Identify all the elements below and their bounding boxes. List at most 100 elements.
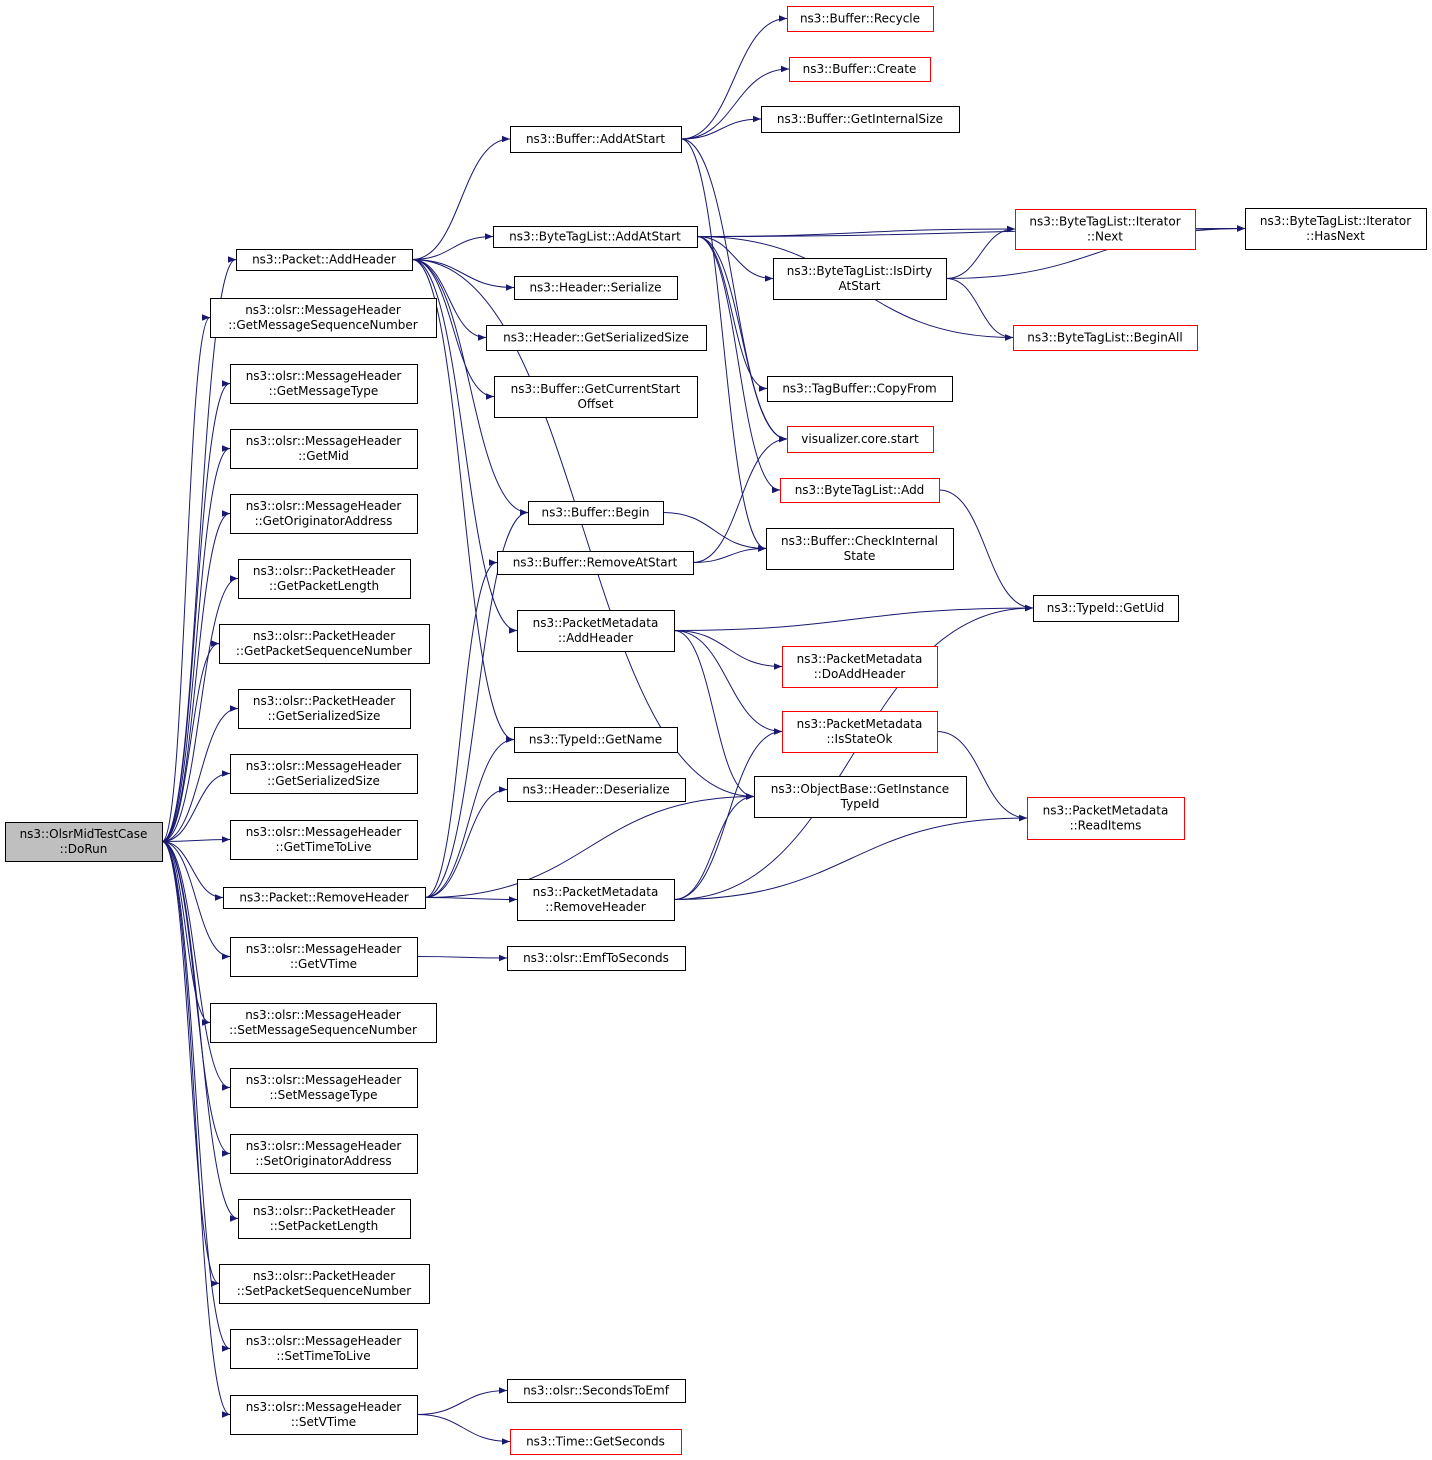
node-hdr-getsize[interactable]: ns3::Header::GetSerializedSize bbox=[486, 325, 707, 351]
node-box bbox=[1015, 209, 1196, 250]
node-label: ns3::ByteTagList::Iterator bbox=[1260, 214, 1411, 228]
node-label: ns3::olsr::PacketHeader bbox=[253, 694, 395, 708]
node-sec2emf[interactable]: ns3::olsr::SecondsToEmf bbox=[507, 1379, 686, 1403]
node-label: ns3::olsr::MessageHeader bbox=[246, 369, 402, 383]
node-pm-stateok[interactable]: ns3::PacketMetadata::IsStateOk bbox=[782, 711, 938, 753]
node-mh-setseq[interactable]: ns3::olsr::MessageHeader::SetMessageSequ… bbox=[210, 1003, 437, 1043]
node-pkt-remove[interactable]: ns3::Packet::RemoveHeader bbox=[223, 887, 426, 909]
edge-btl-addstart-to-tag-copy bbox=[696, 236, 768, 392]
node-ph-getseq[interactable]: ns3::olsr::PacketHeader::GetPacketSequen… bbox=[219, 624, 430, 664]
node-label: ns3::PacketMetadata bbox=[1043, 804, 1169, 818]
node-box bbox=[1033, 595, 1179, 622]
node-mh-getttl[interactable]: ns3::olsr::MessageHeader::GetTimeToLive bbox=[230, 820, 418, 860]
node-label: ::SetMessageSequenceNumber bbox=[229, 1023, 417, 1037]
edge-root-to-mh-getorig bbox=[161, 510, 231, 842]
node-buf-remstart[interactable]: ns3::Buffer::RemoveAtStart bbox=[497, 551, 694, 575]
node-box bbox=[238, 1199, 411, 1239]
node-btl-it-next[interactable]: ns3::ByteTagList::Iterator::Next bbox=[1015, 209, 1196, 250]
node-label: ns3::Buffer::GetInternalSize bbox=[777, 112, 943, 126]
node-label: TypeId bbox=[840, 797, 880, 811]
node-label: ::GetVTime bbox=[290, 957, 357, 971]
node-pm-doadd[interactable]: ns3::PacketMetadata::DoAddHeader bbox=[782, 646, 938, 688]
node-mh-getseq[interactable]: ns3::olsr::MessageHeader::GetMessageSequ… bbox=[210, 298, 437, 338]
node-box bbox=[219, 624, 430, 664]
node-ph-setlen[interactable]: ns3::olsr::PacketHeader::SetPacketLength bbox=[238, 1199, 411, 1239]
node-box bbox=[497, 551, 694, 575]
node-mh-settype[interactable]: ns3::olsr::MessageHeader::SetMessageType bbox=[230, 1068, 418, 1108]
node-label: ::DoAddHeader bbox=[814, 667, 906, 681]
node-ph-getlen[interactable]: ns3::olsr::PacketHeader::GetPacketLength bbox=[238, 559, 411, 599]
node-pm-add[interactable]: ns3::PacketMetadata::AddHeader bbox=[517, 610, 675, 652]
node-mh-setvtime[interactable]: ns3::olsr::MessageHeader::SetVTime bbox=[230, 1395, 418, 1435]
node-mh-gettype[interactable]: ns3::olsr::MessageHeader::GetMessageType bbox=[230, 364, 418, 404]
node-label: ns3::ByteTagList::Iterator bbox=[1029, 215, 1180, 229]
node-pm-readitems[interactable]: ns3::PacketMetadata::ReadItems bbox=[1027, 797, 1185, 840]
node-buf-intsize[interactable]: ns3::Buffer::GetInternalSize bbox=[761, 106, 960, 133]
node-label: ::GetTimeToLive bbox=[276, 840, 372, 854]
node-label: ns3::Packet::AddHeader bbox=[252, 253, 396, 267]
edge-pkt-add-to-btl-addstart bbox=[411, 233, 494, 260]
node-box bbox=[528, 501, 664, 525]
node-box bbox=[789, 57, 931, 82]
edge-btl-dirty-to-btl-it-next bbox=[945, 225, 1016, 279]
node-box bbox=[230, 937, 418, 977]
node-mh-setttl[interactable]: ns3::olsr::MessageHeader::SetTimeToLive bbox=[230, 1329, 418, 1369]
node-btl-it-hasnext[interactable]: ns3::ByteTagList::Iterator::HasNext bbox=[1245, 208, 1427, 250]
edge-root-to-ph-setlen bbox=[161, 841, 239, 1222]
node-box bbox=[782, 646, 938, 688]
node-label: ns3::olsr::MessageHeader bbox=[246, 1400, 402, 1414]
node-ph-setseq[interactable]: ns3::olsr::PacketHeader::SetPacketSequen… bbox=[219, 1264, 430, 1304]
edge-pkt-add-to-buf-addstart bbox=[411, 135, 511, 260]
node-mh-getmid[interactable]: ns3::olsr::MessageHeader::GetMid bbox=[230, 429, 418, 469]
node-label: ::GetOriginatorAddress bbox=[255, 514, 393, 528]
node-tid-name[interactable]: ns3::TypeId::GetName bbox=[514, 727, 678, 753]
edge-buf-addstart-to-buf-create bbox=[680, 65, 790, 140]
node-mh-getsize[interactable]: ns3::olsr::MessageHeader::GetSerializedS… bbox=[230, 754, 418, 794]
node-box bbox=[486, 325, 707, 351]
edges-layer bbox=[161, 15, 1246, 1445]
node-hdr-deser[interactable]: ns3::Header::Deserialize bbox=[507, 778, 686, 802]
node-pm-remove[interactable]: ns3::PacketMetadata::RemoveHeader bbox=[517, 879, 675, 921]
node-ph-getsize[interactable]: ns3::olsr::PacketHeader::GetSerializedSi… bbox=[238, 689, 411, 729]
node-label: Offset bbox=[577, 397, 613, 411]
edge-root-to-mh-getsize bbox=[161, 770, 231, 842]
node-buf-addstart[interactable]: ns3::Buffer::AddAtStart bbox=[510, 126, 682, 153]
node-buf-create[interactable]: ns3::Buffer::Create bbox=[789, 57, 931, 82]
edge-mh-setvtime-to-time-sec bbox=[416, 1414, 511, 1445]
node-btl-addstart[interactable]: ns3::ByteTagList::AddAtStart bbox=[493, 226, 698, 248]
node-emf2sec[interactable]: ns3::olsr::EmfToSeconds bbox=[507, 946, 686, 971]
node-mh-getorig[interactable]: ns3::olsr::MessageHeader::GetOriginatorA… bbox=[230, 494, 418, 534]
node-box bbox=[507, 1379, 686, 1403]
node-btl-add[interactable]: ns3::ByteTagList::Add bbox=[780, 478, 940, 503]
node-label: ns3::ByteTagList::BeginAll bbox=[1027, 331, 1182, 345]
node-mh-getvtime[interactable]: ns3::olsr::MessageHeader::GetVTime bbox=[230, 937, 418, 977]
node-box bbox=[761, 106, 960, 133]
node-hdr-ser[interactable]: ns3::Header::Serialize bbox=[514, 276, 678, 300]
node-box bbox=[1013, 325, 1198, 351]
node-box bbox=[773, 258, 947, 300]
node-tag-copy[interactable]: ns3::TagBuffer::CopyFrom bbox=[767, 376, 953, 402]
node-time-sec[interactable]: ns3::Time::GetSeconds bbox=[510, 1429, 682, 1455]
node-box bbox=[514, 276, 678, 300]
node-btl-beginall[interactable]: ns3::ByteTagList::BeginAll bbox=[1013, 325, 1198, 351]
node-vis-start[interactable]: visualizer.core.start bbox=[787, 426, 934, 453]
node-box bbox=[230, 754, 418, 794]
node-label: ::GetSerializedSize bbox=[268, 709, 381, 723]
edge-root-to-mh-gettype bbox=[161, 380, 231, 842]
node-buf-recycle[interactable]: ns3::Buffer::Recycle bbox=[787, 6, 934, 32]
node-label: visualizer.core.start bbox=[801, 432, 919, 446]
node-tid-uid[interactable]: ns3::TypeId::GetUid bbox=[1033, 595, 1179, 622]
node-buf-begin[interactable]: ns3::Buffer::Begin bbox=[528, 501, 664, 525]
node-mh-setorig[interactable]: ns3::olsr::MessageHeader::SetOriginatorA… bbox=[230, 1134, 418, 1174]
node-box bbox=[1027, 797, 1185, 840]
edge-pkt-add-to-buf-begin bbox=[411, 259, 529, 516]
edge-buf-addstart-to-buf-intsize bbox=[680, 115, 762, 140]
node-root: ns3::OlsrMidTestCase::DoRun bbox=[5, 822, 163, 862]
node-pkt-add[interactable]: ns3::Packet::AddHeader bbox=[236, 249, 413, 271]
node-label: ns3::olsr::MessageHeader bbox=[246, 1073, 402, 1087]
edge-pkt-remove-to-ob-tid bbox=[424, 793, 755, 898]
